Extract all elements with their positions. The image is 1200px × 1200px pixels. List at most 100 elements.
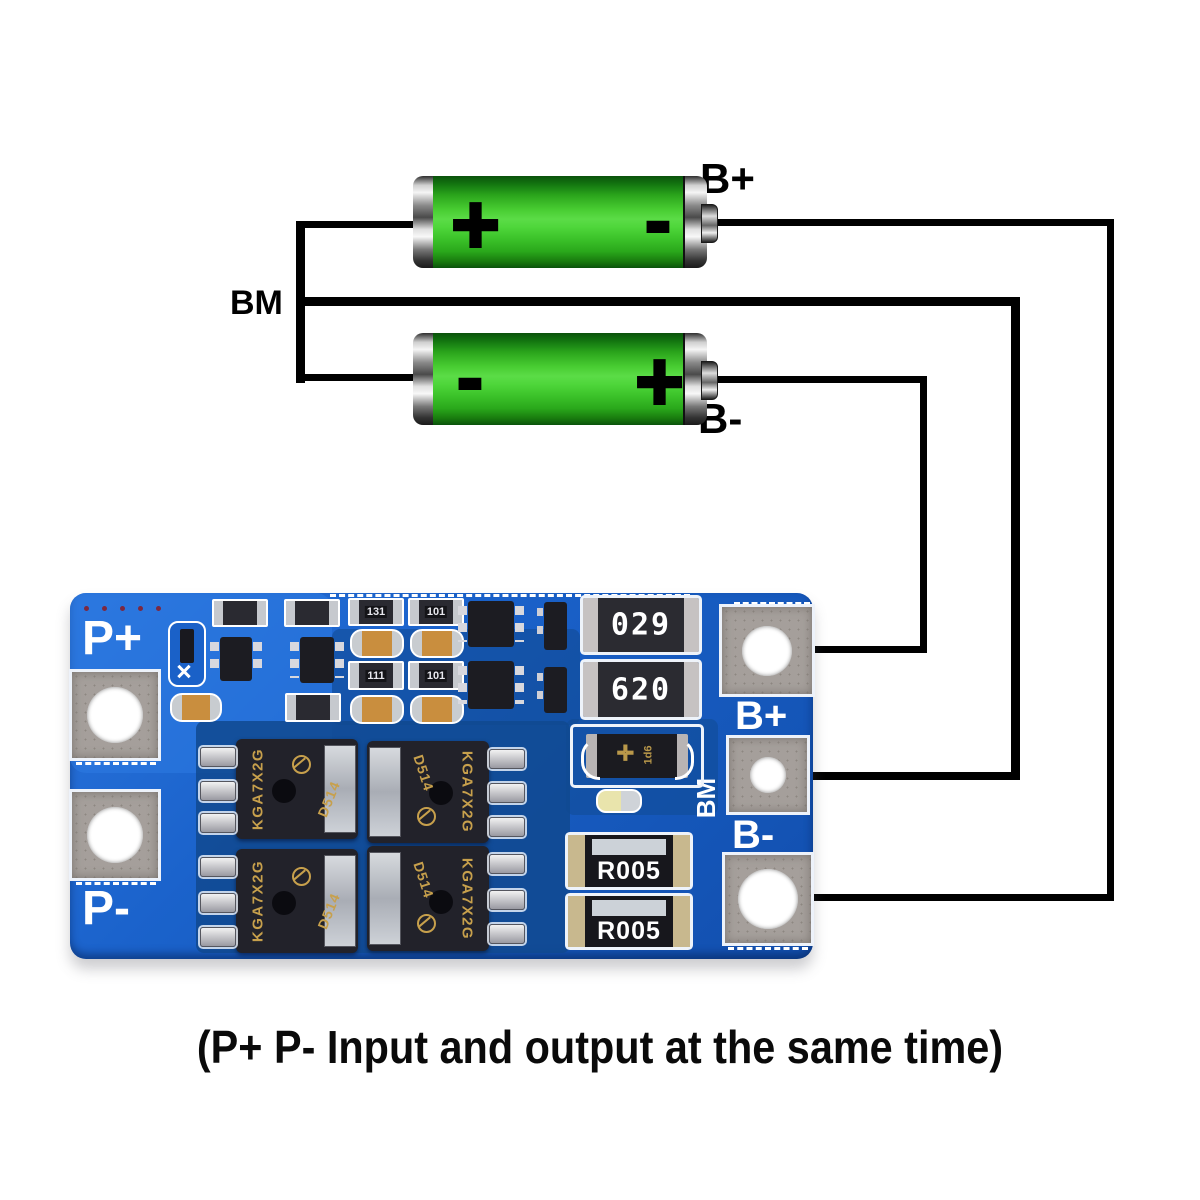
ao-logo [417,807,436,826]
mosfet-top-left: KGA7X2G D514 [200,739,358,839]
mosfet-pin1-dot [272,779,296,803]
diode-polarity-mark: ✛ [617,743,635,766]
battery-terminal-nub [701,204,718,243]
smd-resistor: 111 [348,661,404,690]
wire-bm-horizontal [296,297,1020,306]
mosfet-bottom-right: D514 KGA7X2G [367,846,525,951]
silkscreen-dash-under-pplus [76,762,156,765]
smd-capacitor [350,629,404,658]
silkscreen-dash-top [330,594,690,597]
mosfet-part-number: KGA7X2G [458,857,476,940]
fiducial-dot [84,606,89,611]
battery-body: - + [433,333,686,425]
fiducial-dot [120,606,125,611]
silkscreen-x-mark [176,663,192,679]
smd-resistor: 101 [408,661,464,690]
wire-cell2-minus-left [297,374,419,381]
bms-pcb: P+ P- B+ BM B- 131 101 111 101 029 620 [70,593,813,959]
resistor-620: 620 [583,662,699,717]
smd-code: 111 [365,669,387,682]
mosfet-part-number: KGA7X2G [249,747,267,831]
label-battery-bplus: B+ [700,155,755,202]
mosfet-pin1-dot [272,891,296,915]
silkscreen-b-plus: B+ [735,694,788,738]
pad-p-plus [72,672,158,758]
mosfet-date-code: D514 [410,859,438,901]
wire-bm-to-pad [810,772,1020,780]
mosfet-lead [489,783,525,803]
fiducial-dot [156,606,161,611]
wire-cell1-plus-left [297,221,419,228]
fiducial-dot [102,606,107,611]
mosfet-tab [324,855,356,947]
sc70-transistor [537,602,567,650]
mosfet-part-number: KGA7X2G [458,750,476,834]
shunt-1-value: R005 [597,857,661,885]
mosfet-lead [489,854,525,874]
silkscreen-b-minus: B- [732,813,775,857]
pad-bm [729,738,807,812]
fiducial-dot [138,606,143,611]
led-indicator [596,789,642,813]
mosfet-part-number: KGA7X2G [249,859,267,943]
smd-capacitor [410,695,464,724]
silkscreen-arc-left [581,738,600,780]
shunt-2-value: R005 [597,917,661,945]
silkscreen-dash-under-bminus [728,947,808,950]
smd-code: 131 [364,605,388,619]
mosfet-lead [489,924,525,944]
mosfet-tab [369,852,401,945]
shunt-resistor-1: R005 [568,835,690,887]
mosfet-pin1-dot [429,781,453,805]
shunt-resistor-2: R005 [568,896,690,947]
resistor-620-value: 620 [610,672,672,707]
wire-cell1-minus-right [698,219,1114,226]
silkscreen-p-minus: P- [82,882,130,935]
smd-resistor [212,599,268,627]
mosfet-tab [369,747,401,837]
battery-cell-bottom: - + [413,333,718,425]
sot23-6-ic [290,637,344,683]
mosfet-lead [489,817,525,837]
mosfet-lead [200,781,236,801]
smd-resistor [285,693,341,722]
mosfet-top-right: D514 KGA7X2G [367,741,525,843]
battery-cell-top: + - [413,176,718,268]
mosfet-lead [200,927,236,947]
wire-bplus-to-pad [810,646,927,653]
wire-cell2-plus-right [698,376,927,383]
label-bm-wire: BM [230,284,283,322]
wire-bminus-vertical [1107,219,1114,901]
battery-terminal-nub [701,361,718,400]
ao-logo [292,867,311,886]
mosfet-bottom-left: KGA7X2G D514 [200,849,358,953]
wire-bminus-to-pad [810,894,1114,901]
resistor-029-value: 029 [610,607,672,643]
smd-capacitor [350,695,404,724]
mosfet-tab [324,745,356,833]
mosfet-pin1-dot [429,890,453,914]
caption-text: (P+ P- Input and output at the same time… [196,1021,1004,1073]
smd-code: 101 [424,669,448,682]
diode-marking: 1d6 [642,745,655,765]
sc70-transistor [537,667,567,713]
mosfet-lead [489,890,525,910]
silkscreen-arc-right [675,738,694,780]
pad-b-plus [722,607,812,694]
silkscreen-p-plus: P+ [82,612,143,665]
smd-resistor: 131 [348,598,404,626]
smd-code: 101 [424,605,448,619]
battery-body: + - [433,176,685,268]
ao-logo [417,914,436,933]
smd-capacitor [170,693,222,722]
shunt-metal-stripe [592,900,666,916]
sot23-6-ic [458,601,524,647]
silkscreen-dash-under-pminus [76,882,156,885]
mosfet-lead [200,857,236,877]
sot23-6-ic [458,661,524,709]
pad-b-minus [725,855,811,943]
battery-cap-right [683,333,707,425]
shunt-metal-stripe [592,839,666,855]
mosfet-lead [200,813,236,833]
